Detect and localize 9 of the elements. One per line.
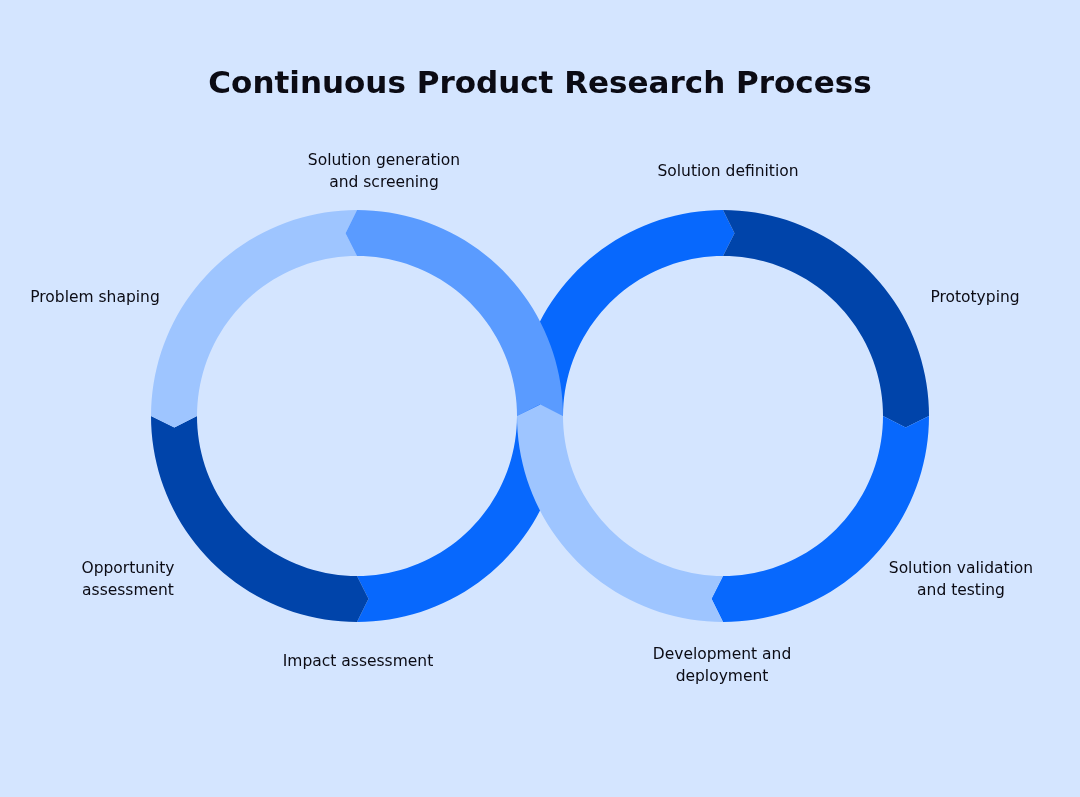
step-label: Solution definition bbox=[656, 161, 800, 182]
step-label: Solution validation and testing bbox=[887, 558, 1035, 601]
step-label: Solution generation and screening bbox=[306, 150, 462, 193]
step-label: Impact assessment bbox=[281, 651, 435, 672]
step-label: Problem shaping bbox=[29, 287, 161, 308]
step-label: Development and deployment bbox=[651, 644, 793, 687]
diagram-title: Continuous Product Research Process bbox=[207, 64, 873, 100]
step-label: Prototyping bbox=[929, 287, 1021, 308]
step-label: Opportunity assessment bbox=[80, 558, 176, 601]
